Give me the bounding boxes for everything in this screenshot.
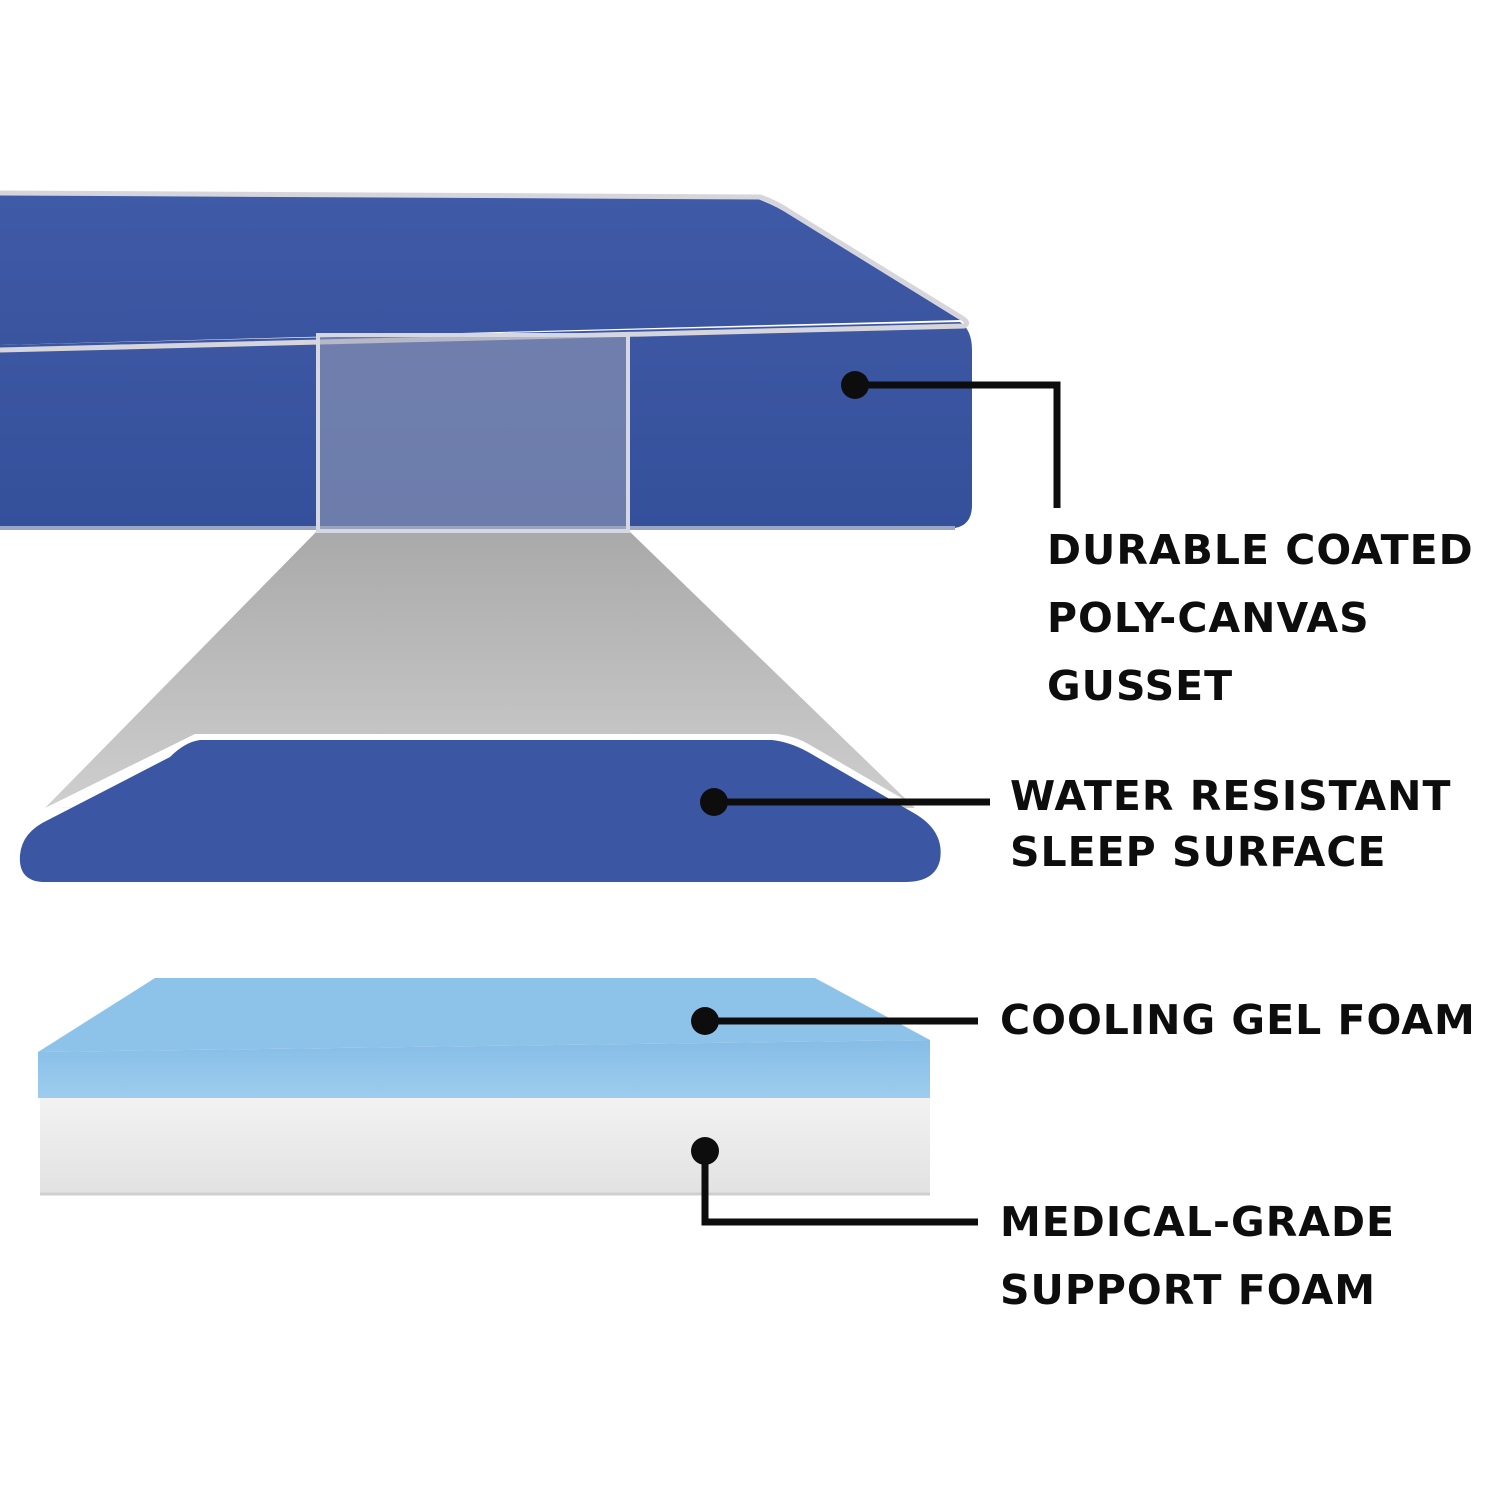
sleep-surface-piece [19, 734, 941, 882]
support-foam-layer [40, 1098, 930, 1194]
zoom-source-window [316, 333, 630, 533]
leader-line [855, 381, 1061, 508]
callout-leader-support-foam [691, 1137, 978, 1226]
gel-foam-side [38, 1040, 930, 1098]
cover-top-surface [0, 195, 960, 345]
callout-leader-gel-foam [691, 1007, 978, 1035]
callout-line: GUSSET [1047, 662, 1234, 710]
foam-block [38, 978, 930, 1196]
cover-piping [0, 190, 970, 353]
callout-line: COOLING GEL FOAM [1000, 996, 1476, 1044]
callout-gusset-label: DURABLE COATED POLY-CANVAS GUSSET [1047, 516, 1474, 720]
gel-foam-top [38, 978, 930, 1052]
callout-leader-sleep-surface [700, 788, 990, 816]
callout-line: SLEEP SURFACE [1010, 828, 1387, 876]
callout-leader-gusset [841, 371, 1061, 508]
callout-line: SUPPORT FOAM [1000, 1266, 1377, 1314]
leader-line [701, 1151, 978, 1226]
sleep-surface-fabric [19, 740, 941, 882]
callout-sleep-surface-label: WATER RESISTANT SLEEP SURFACE [1010, 768, 1451, 880]
callout-support-foam-label: MEDICAL-GRADE SUPPORT FOAM [1000, 1188, 1395, 1324]
callout-line: WATER RESISTANT [1010, 772, 1452, 820]
callout-line: DURABLE COATED [1047, 526, 1474, 574]
callout-gel-foam-label: COOLING GEL FOAM [1000, 986, 1476, 1054]
callout-line: MEDICAL-GRADE [1000, 1198, 1396, 1246]
callout-line: POLY-CANVAS [1047, 594, 1370, 642]
